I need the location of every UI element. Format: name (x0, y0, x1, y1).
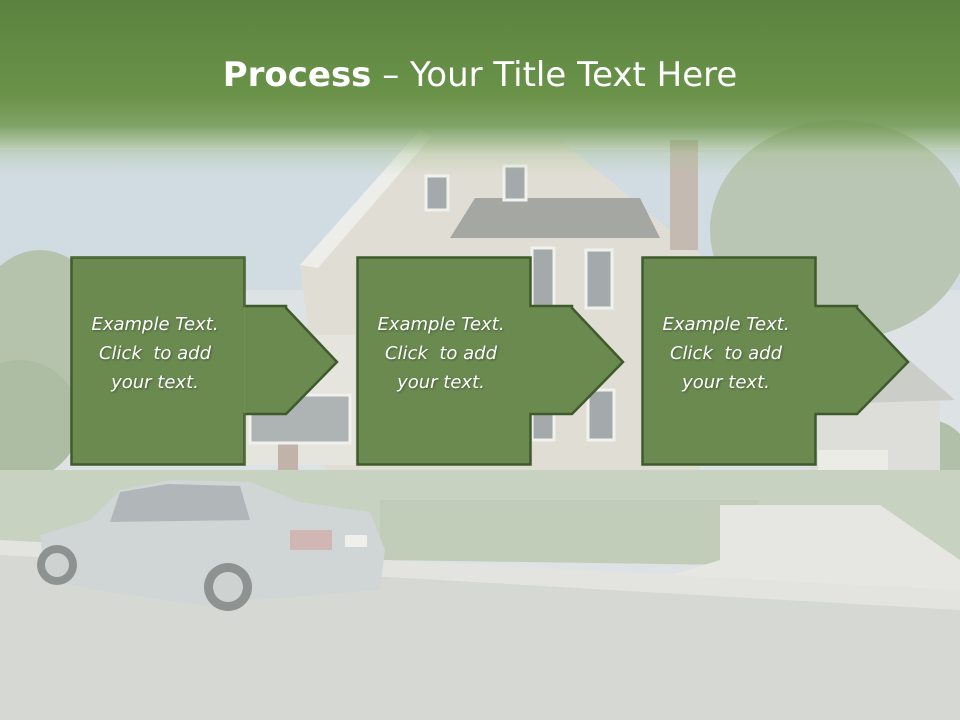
step-line-2: Click to add (384, 343, 497, 364)
car-rim (213, 572, 243, 602)
step-shape (70, 256, 339, 466)
step-line-3: your text. (397, 372, 485, 393)
step-line-1: Example Text. (662, 314, 790, 335)
lawn-front (380, 500, 760, 565)
car-plate (345, 535, 367, 547)
process-step-2[interactable]: Example Text. Click to add your text. (356, 256, 626, 466)
tree-left-lower (0, 360, 80, 480)
step-text[interactable]: Example Text. Click to add your text. (74, 310, 236, 397)
step-text[interactable]: Example Text. Click to add your text. (360, 310, 522, 397)
title-band (0, 0, 960, 175)
car-rim (45, 553, 69, 577)
arrow-box-callout (356, 256, 625, 466)
step-line-2: Click to add (98, 343, 211, 364)
step-text[interactable]: Example Text. Click to add your text. (645, 310, 807, 397)
title-rest: – Your Title Text Here (371, 55, 738, 95)
step-line-1: Example Text. (377, 314, 505, 335)
process-step-3[interactable]: Example Text. Click to add your text. (641, 256, 911, 466)
step-shape (356, 256, 625, 466)
step-line-3: your text. (682, 372, 770, 393)
page-title: Process – Your Title Text Here (0, 52, 960, 98)
house-roof (450, 198, 660, 238)
title-bold: Process (222, 55, 372, 95)
step-line-3: your text. (111, 372, 199, 393)
arrow-box-callout (70, 256, 339, 466)
car-taillight (290, 530, 332, 550)
window (584, 248, 614, 310)
step-line-1: Example Text. (91, 314, 219, 335)
step-line-2: Click to add (669, 343, 782, 364)
box-highlight (71, 257, 245, 465)
arrow-box-callout (641, 256, 910, 466)
window (424, 174, 450, 212)
step-shape (641, 256, 910, 466)
window (586, 388, 616, 442)
car-window (110, 484, 250, 522)
process-step-1[interactable]: Example Text. Click to add your text. (70, 256, 340, 466)
